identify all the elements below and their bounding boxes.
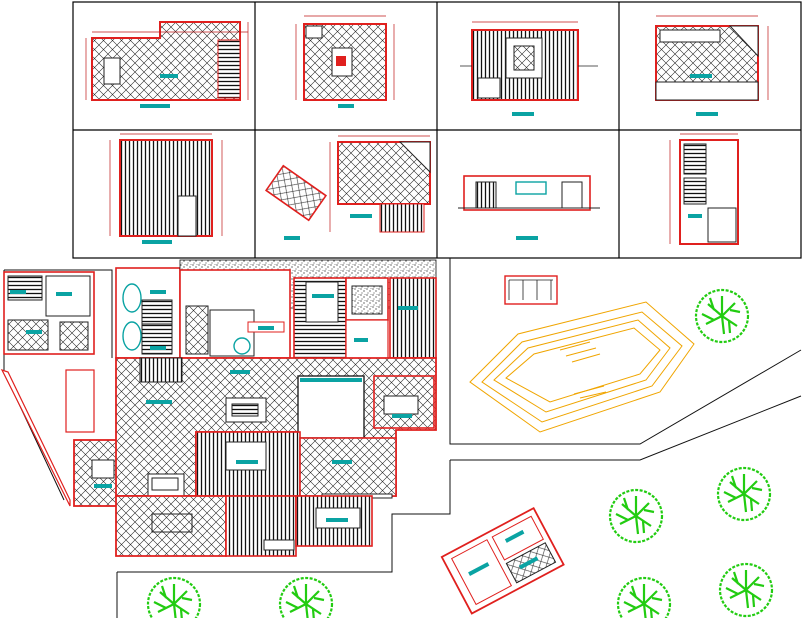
- tree-icon: [694, 288, 750, 344]
- guest-unit-plan: [440, 506, 565, 615]
- tree-icon: [146, 576, 202, 618]
- panel-3-room-plan: [460, 21, 598, 116]
- tree-icon: [716, 466, 772, 522]
- panel-2-room-plan: [295, 15, 395, 108]
- panel-1-room-plan: [85, 21, 249, 108]
- panel-5-room-plan: [109, 133, 223, 244]
- tree-icon: [608, 488, 664, 544]
- panel-4-room-plan: [655, 15, 769, 116]
- tree-icon: [278, 576, 334, 618]
- panel-7-elevation: [458, 175, 600, 240]
- pool-area: [469, 275, 695, 433]
- tree-icon: [616, 576, 672, 618]
- main-floor-plan: [0, 259, 437, 557]
- tree-icon: [718, 562, 774, 618]
- panel-6-room-plan: [264, 135, 431, 240]
- panel-8-room-plan: [669, 133, 739, 245]
- detail-panel-grid: [72, 1, 802, 259]
